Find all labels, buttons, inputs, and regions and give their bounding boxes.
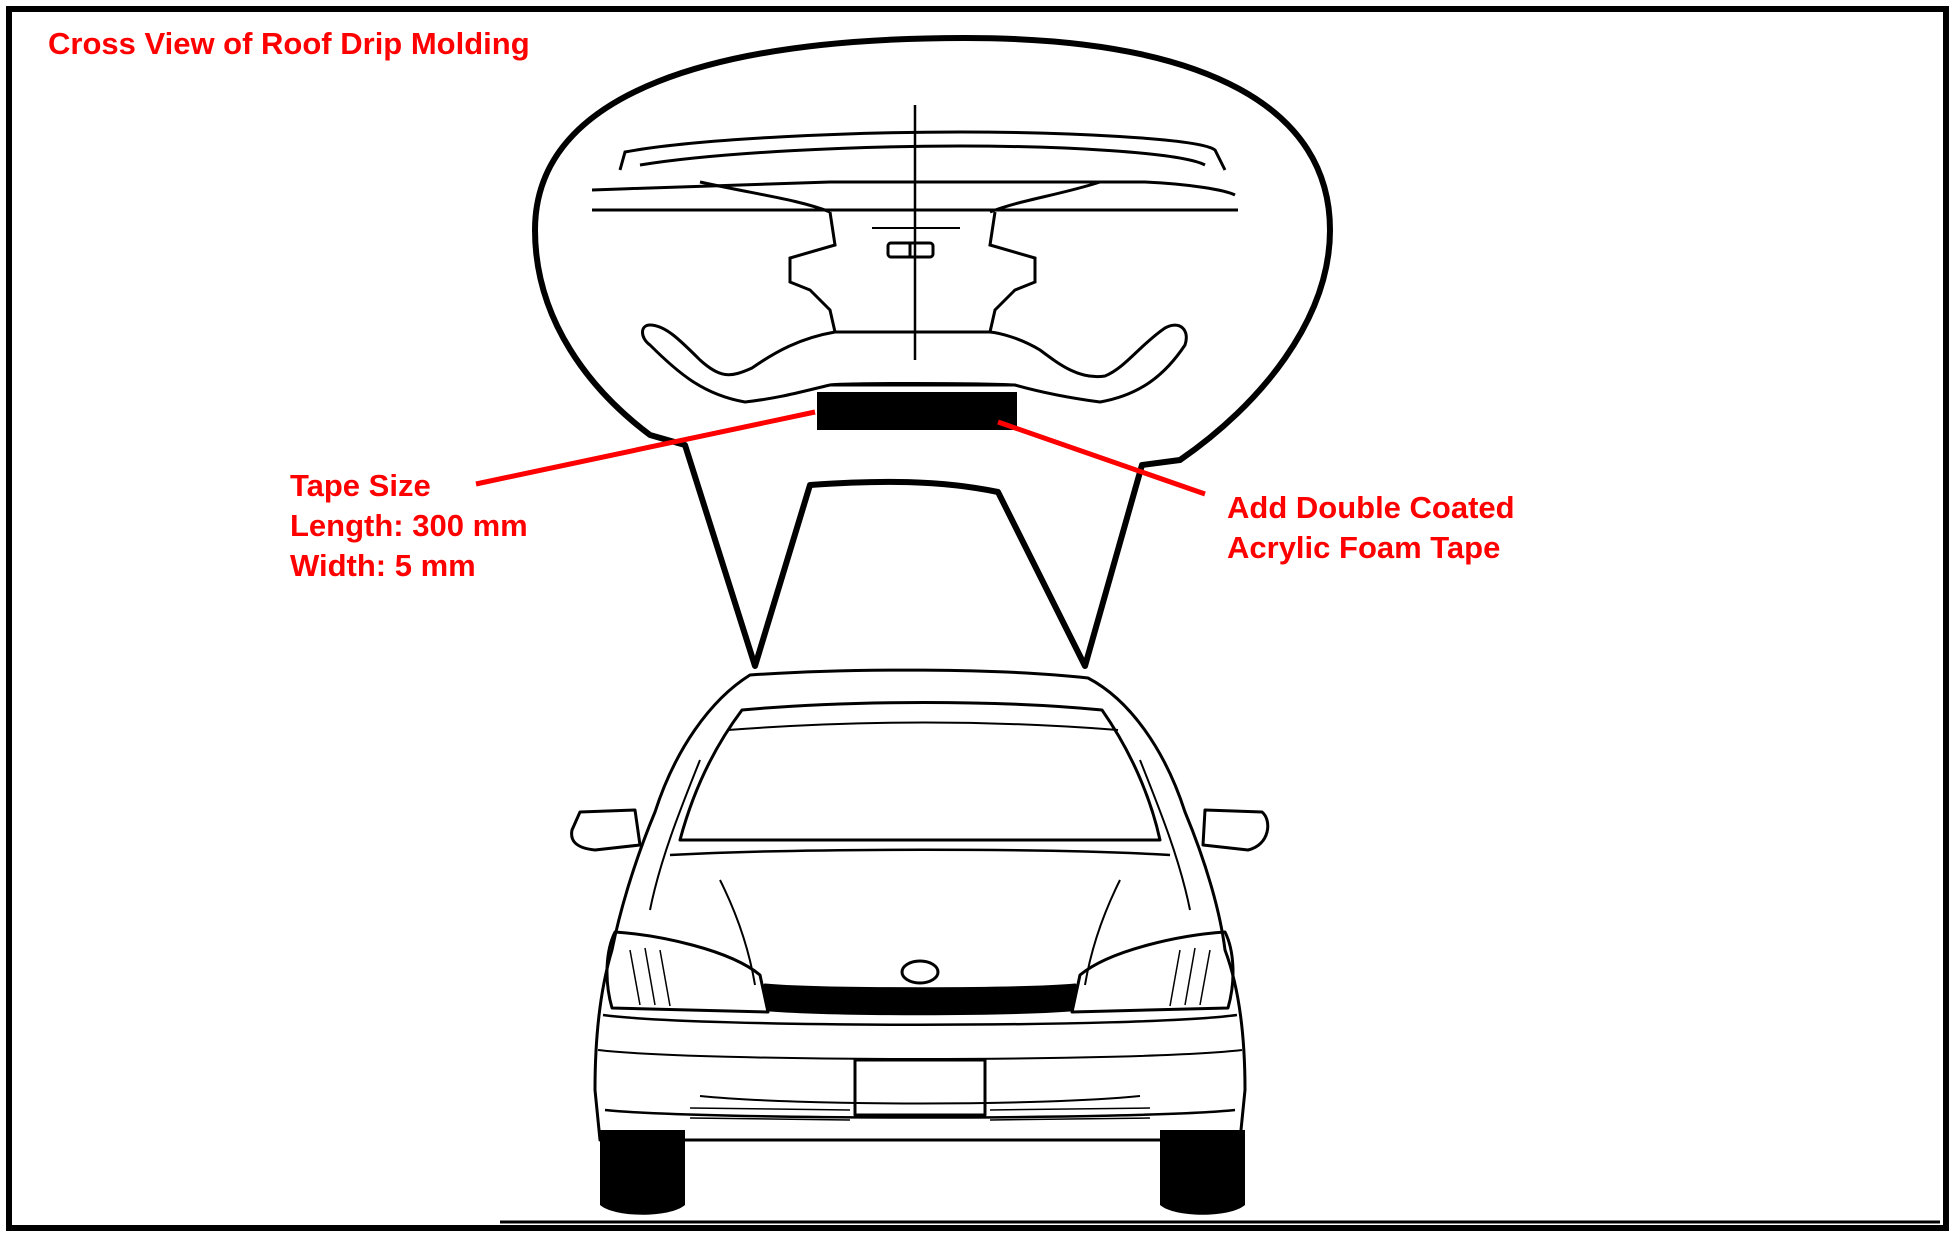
tape-type-leader (997, 419, 1206, 497)
tape-type-line-2: Acrylic Foam Tape (1227, 530, 1501, 565)
tape-size-leader (475, 409, 816, 487)
grille (763, 983, 1077, 1016)
right-mirror (1201, 808, 1270, 852)
molding-lips (641, 323, 1188, 404)
right-headlight (1070, 930, 1235, 1014)
tape-size-callout: Tape Size Length: 300 mm Width: 5 mm (290, 466, 528, 586)
car-illustration (570, 668, 1270, 1142)
tape-type-callout: Add Double Coated Acrylic Foam Tape (1227, 488, 1515, 568)
tape-length: Length: 300 mm (290, 508, 528, 543)
emblem (900, 959, 940, 985)
tape-size-heading: Tape Size (290, 468, 431, 503)
left-headlight (605, 930, 770, 1014)
molding-clip (788, 105, 1037, 360)
tape-width: Width: 5 mm (290, 548, 476, 583)
left-tire (600, 1130, 685, 1215)
left-mirror (570, 808, 642, 852)
diagram-title: Cross View of Roof Drip Molding (48, 26, 530, 61)
tape-type-line-1: Add Double Coated (1227, 490, 1515, 525)
right-tire (1160, 1130, 1245, 1215)
foam-tape (817, 392, 1017, 430)
license-plate (853, 1058, 987, 1117)
magnifier-balloon (532, 35, 1333, 669)
